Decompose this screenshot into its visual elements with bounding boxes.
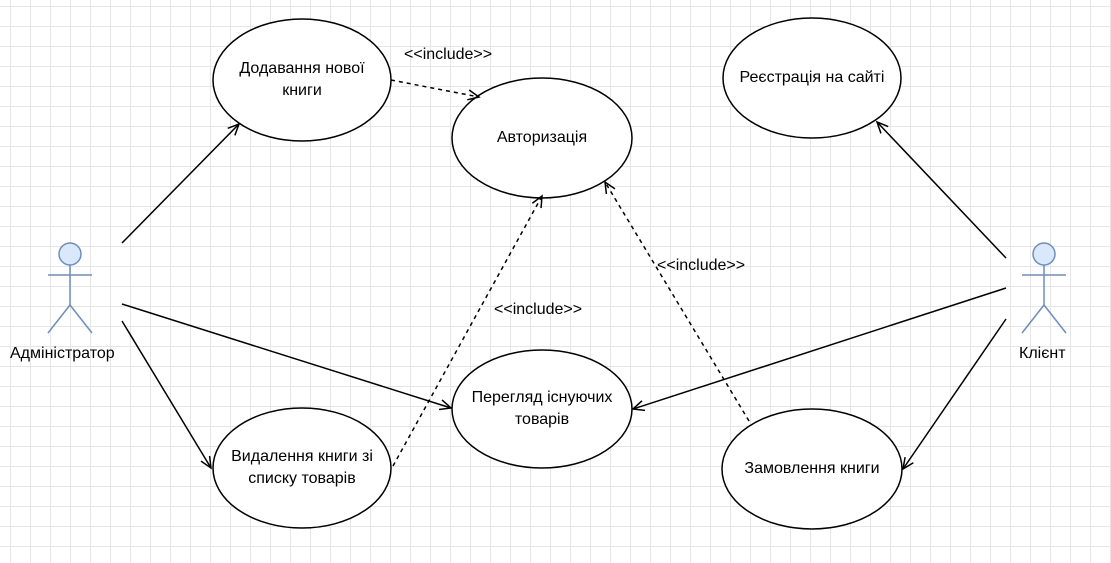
include-delete-book-auth xyxy=(392,194,543,467)
include-label-order-book: <<include>> xyxy=(657,257,746,274)
include-order-book-auth xyxy=(604,180,750,422)
client-stick-figure-icon[interactable] xyxy=(1021,242,1067,334)
use-case-delete-book-label: Видалення книги зі списку товарів xyxy=(231,448,373,487)
assoc-client-view-products xyxy=(631,287,1007,412)
assoc-admin-add-book xyxy=(121,122,241,244)
use-case-order-book-label: Замовлення книги xyxy=(744,460,880,477)
assoc-client-order-book xyxy=(901,318,1007,471)
actor-client-label: Клієнт xyxy=(1019,345,1066,362)
include-add-book-auth xyxy=(390,79,481,101)
use-case-add-book-label: Додавання нової книги xyxy=(239,60,365,99)
include-label-add-book: <<include>> xyxy=(404,46,493,63)
assoc-admin-delete-book xyxy=(121,320,212,470)
use-case-delete-book[interactable] xyxy=(212,407,392,529)
admin-stick-figure-icon[interactable] xyxy=(47,242,93,334)
include-label-delete-book: <<include>> xyxy=(494,301,583,318)
assoc-admin-view-products xyxy=(121,303,453,411)
actor-admin-label: Адміністратор xyxy=(10,345,115,362)
use-case-view-products-label: Перегляд існуючих товарів xyxy=(471,389,613,428)
use-case-registration-label: Реєстрація на сайті xyxy=(739,69,885,86)
use-case-authorization-label: Авторизація xyxy=(496,129,588,146)
use-case-registration[interactable] xyxy=(722,17,902,139)
assoc-client-registration xyxy=(875,120,1007,259)
